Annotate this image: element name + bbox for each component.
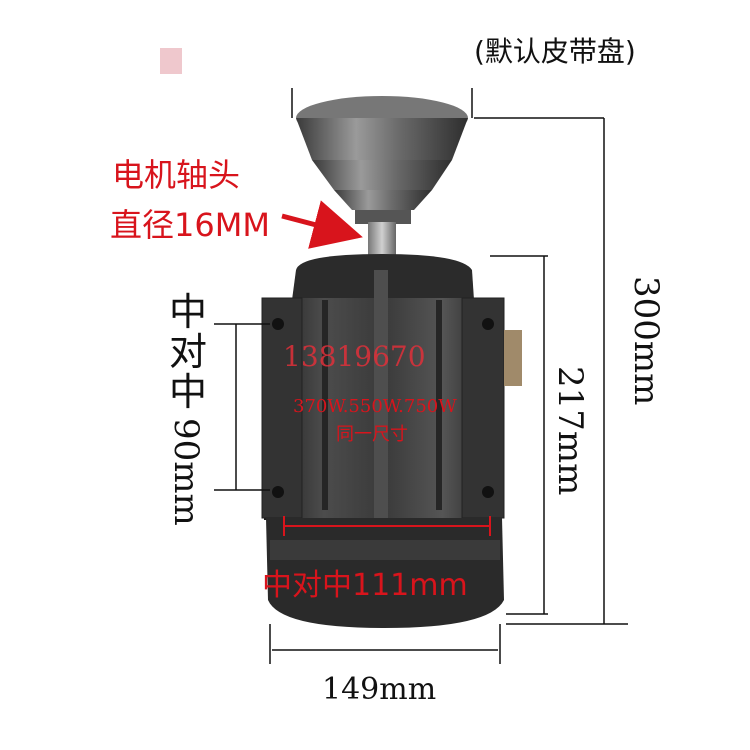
shaft-label-line2: 直径16MM xyxy=(110,206,270,244)
default-pulley-note: (默认皮带盘) xyxy=(474,35,636,68)
watermark-text: 13819670 xyxy=(283,340,426,373)
corner-mark xyxy=(160,48,182,74)
motor-body xyxy=(261,254,522,628)
base-dimension-red xyxy=(283,516,491,536)
left-char-1: 中 xyxy=(168,290,207,334)
shaft-arrow xyxy=(281,200,363,249)
body-height-label: 217mm xyxy=(550,366,590,496)
shaft-label-line1: 电机轴头 xyxy=(112,156,241,194)
pulley xyxy=(296,96,468,256)
total-height-label: 300mm xyxy=(626,276,666,406)
left-spacing-chars: 中 对 中 xyxy=(168,292,208,412)
spec-power: 370W.550W.750W xyxy=(293,396,457,417)
dimension-lines xyxy=(214,88,628,664)
spec-same-size: 同一尺寸 xyxy=(336,424,408,445)
left-char-2: 对 xyxy=(168,330,207,374)
base-spacing-label: 中对中111mm xyxy=(262,568,468,603)
left-spacing-value: 90mm xyxy=(166,418,206,526)
width-label: 149mm xyxy=(322,672,437,707)
left-char-3: 中 xyxy=(168,370,207,414)
